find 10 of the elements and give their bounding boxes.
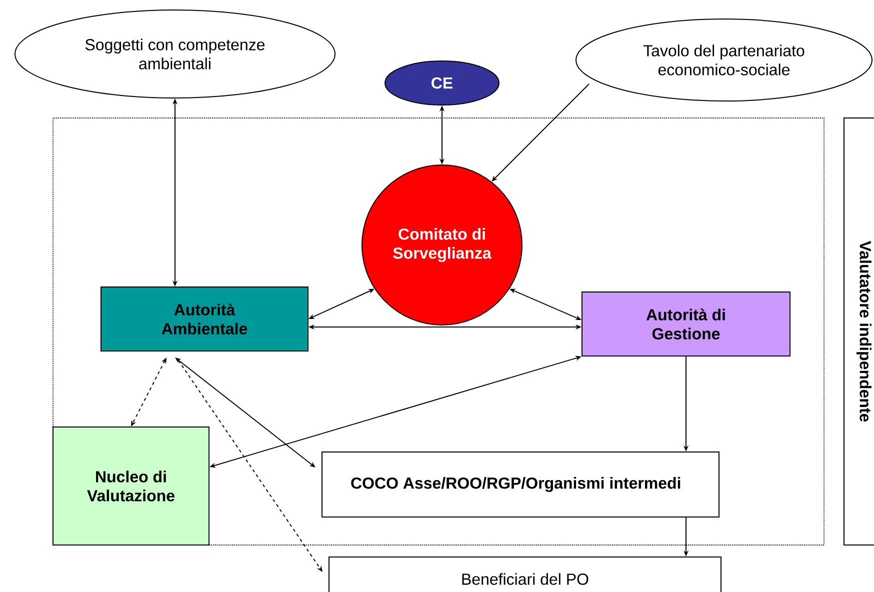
circle-node: Comitato di Sorveglianza [362,164,522,326]
process-box: Autorità di Gestione [582,292,790,356]
process-box: Autorità Ambientale [100,286,308,352]
ellipse-node: Soggetti con competenze ambientali [14,10,336,98]
side-box: Valutatore indipendente [844,118,874,546]
process-box: Beneficiari del PO [328,556,722,592]
ellipse-node: Tavolo del partenariato economico-sociale [576,18,873,102]
process-box: Nucleo di Valutazione [52,426,210,546]
ellipse-node: CE [384,60,500,106]
process-box: COCO Asse/ROO/RGP/Organismi intermedi [322,452,720,518]
